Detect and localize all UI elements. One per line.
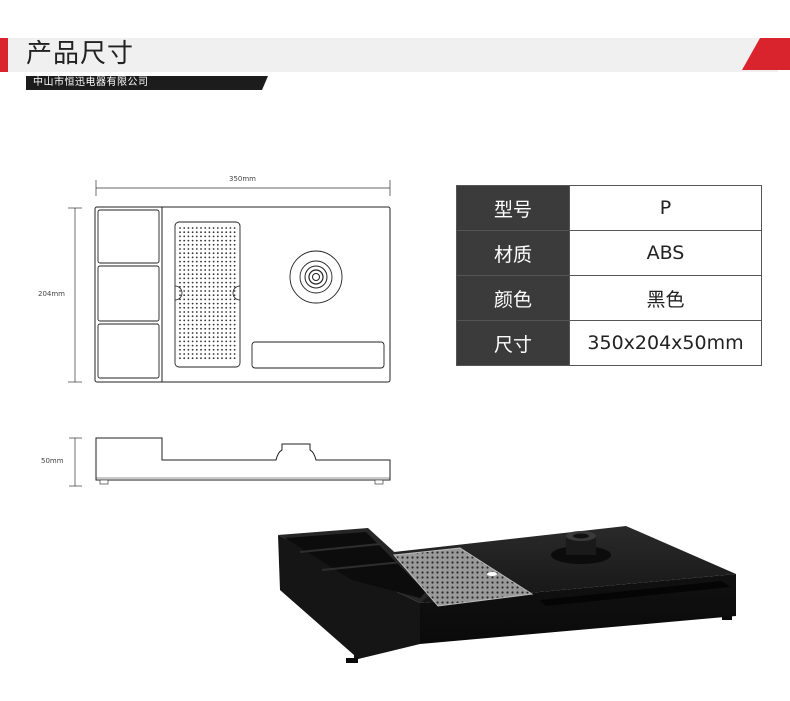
header-accent-left xyxy=(0,38,8,72)
product-photo xyxy=(278,526,736,663)
spec-row: 材质 ABS xyxy=(456,230,762,276)
header-accent-right xyxy=(742,38,790,70)
grid-holes xyxy=(179,227,236,360)
spec-row: 尺寸 350x204x50mm xyxy=(456,320,762,366)
spec-key: 型号 xyxy=(456,185,570,231)
spec-table: 型号 P 材质 ABS 颜色 黑色 尺寸 350x204x50mm xyxy=(456,185,762,366)
width-dimension-label: 350mm xyxy=(229,175,256,183)
company-name: 中山市恒迅电器有限公司 xyxy=(33,77,149,88)
spec-key: 颜色 xyxy=(456,275,570,321)
spec-row: 型号 P xyxy=(456,185,762,231)
header-bar xyxy=(0,38,778,72)
spec-value: P xyxy=(569,185,762,231)
spec-key: 材质 xyxy=(456,230,570,276)
depth-dimension-label: 204mm xyxy=(38,290,65,298)
top-view-drawing xyxy=(68,180,391,383)
spec-row: 颜色 黑色 xyxy=(456,275,762,321)
spec-value: ABS xyxy=(569,230,762,276)
spec-value: 350x204x50mm xyxy=(569,320,762,366)
spec-key: 尺寸 xyxy=(456,320,570,366)
company-banner xyxy=(26,76,268,90)
spec-value: 黑色 xyxy=(569,275,762,321)
side-view-drawing xyxy=(69,437,391,487)
height-dimension-label: 50mm xyxy=(41,457,64,465)
page-title: 产品尺寸 xyxy=(26,39,135,69)
